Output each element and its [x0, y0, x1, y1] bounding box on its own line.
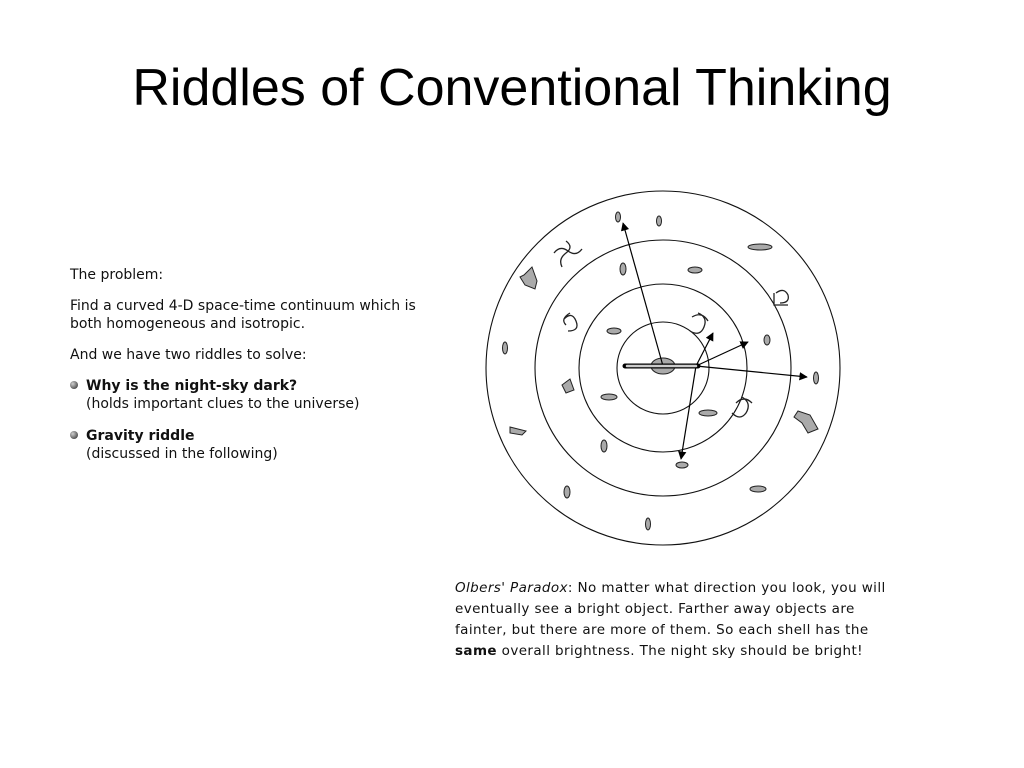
bullet-icon [70, 431, 78, 439]
bullet-night-sky: Why is the night-sky dark? (holds import… [70, 377, 430, 413]
bullet-gravity-riddle: Gravity riddle (discussed in the followi… [70, 427, 430, 463]
slide-title: Riddles of Conventional Thinking [132, 59, 892, 117]
shell-circle-middle [534, 239, 792, 497]
galaxy-shapes [502, 211, 819, 531]
problem-description: Find a curved 4-D space-time continuum w… [70, 298, 416, 332]
bullet-heading: Why is the night-sky dark? [86, 378, 298, 394]
problem-text-block: The problem: Find a curved 4-D space-tim… [70, 266, 430, 477]
caption-term: Olbers' Paradox [455, 580, 568, 596]
olbers-paradox-diagram [485, 190, 841, 546]
caption-emphasis: same [455, 643, 497, 659]
problem-label: The problem: [70, 267, 164, 283]
shell-circle-inner2 [578, 283, 748, 453]
caption-text-part2: overall brightness. The night sky should… [496, 643, 863, 659]
shell-circle-inner1 [616, 321, 710, 415]
riddles-intro: And we have two riddles to solve: [70, 347, 307, 363]
direction-arrows [620, 222, 808, 460]
olbers-paradox-caption: Olbers' Paradox: No matter what directio… [455, 578, 895, 662]
bullet-subtext: (discussed in the following) [86, 446, 278, 462]
caption-text-part1: : No matter what direction you look, you… [455, 580, 886, 638]
bullet-heading: Gravity riddle [86, 428, 195, 444]
bullet-icon [70, 381, 78, 389]
shell-circle-outer [485, 190, 841, 546]
bullet-subtext: (holds important clues to the universe) [86, 396, 360, 412]
swirl-shapes [553, 240, 789, 418]
